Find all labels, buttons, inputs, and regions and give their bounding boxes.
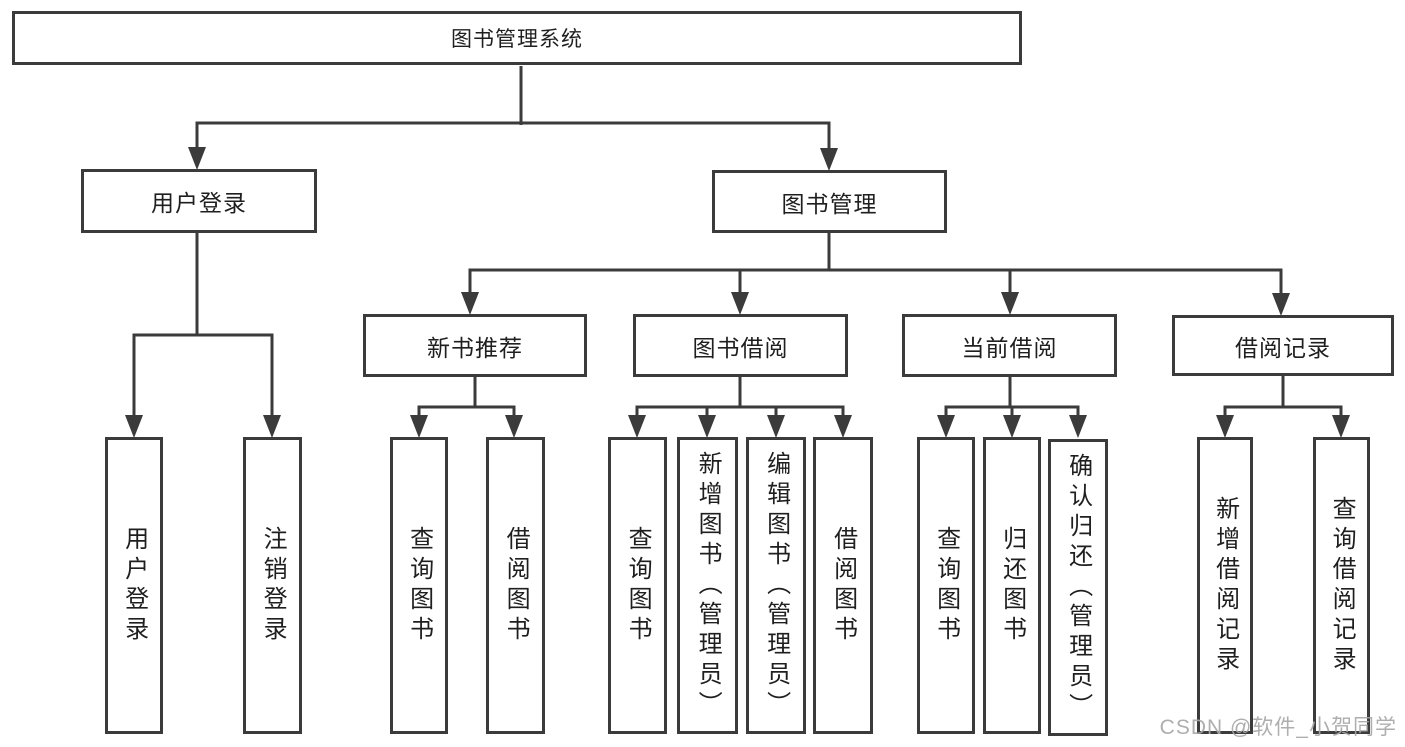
node-label: 图书管理系统 <box>451 28 583 51</box>
node-label: 查询图书 <box>405 525 433 646</box>
node-label: 图书借阅 <box>692 334 789 361</box>
node-label: 查询图书 <box>624 525 652 646</box>
node-user-login-branch: 用户登录 <box>81 169 317 233</box>
leaf-query-borrow-record: 查询借阅记录 <box>1313 437 1370 734</box>
leaf-query-books-borrowing: 查询图书 <box>608 437 667 734</box>
arrowheads <box>125 147 1350 438</box>
node-label: 用户登录 <box>151 190 247 216</box>
node-label: 确认归还（管理员） <box>1064 452 1092 723</box>
leaf-add-books-admin: 新增图书（管理员） <box>677 437 738 734</box>
leaf-confirm-return-admin: 确认归还（管理员） <box>1048 439 1108 736</box>
leaf-logout: 注销登录 <box>243 437 302 734</box>
leaf-return-books: 归还图书 <box>983 437 1041 734</box>
node-label: 借阅图书 <box>829 525 857 646</box>
node-label: 编辑图书（管理员） <box>762 450 790 721</box>
node-label: 新增借阅记录 <box>1211 495 1239 676</box>
csdn-watermark: CSDN @软件_小贺同学 <box>1159 716 1397 739</box>
leaf-borrow-books-recommend: 借阅图书 <box>486 437 545 734</box>
leaf-borrow-books: 借阅图书 <box>813 437 873 734</box>
node-new-book-recommendation: 新书推荐 <box>363 314 587 377</box>
node-label: 图书管理 <box>781 190 878 217</box>
node-borrowing-records: 借阅记录 <box>1172 315 1394 376</box>
node-label: 新增图书（管理员） <box>694 450 722 721</box>
node-label: 借阅图书 <box>502 525 530 646</box>
node-label: 用户登录 <box>120 525 148 646</box>
node-label: 当前借阅 <box>961 334 1058 361</box>
node-library-management-system: 图书管理系统 <box>12 11 1022 65</box>
node-label: 新书推荐 <box>427 334 523 361</box>
node-book-management-branch: 图书管理 <box>712 170 947 233</box>
node-label: 查询借阅记录 <box>1328 495 1356 676</box>
leaf-query-books-current: 查询图书 <box>917 437 975 734</box>
node-label: 借阅记录 <box>1235 334 1331 361</box>
leaf-query-books-recommend: 查询图书 <box>390 437 448 734</box>
leaf-edit-books-admin: 编辑图书（管理员） <box>746 437 806 734</box>
node-label: 注销登录 <box>259 525 287 646</box>
leaf-add-borrow-record: 新增借阅记录 <box>1197 437 1253 734</box>
node-current-borrowing: 当前借阅 <box>902 314 1117 377</box>
node-book-borrowing: 图书借阅 <box>633 314 848 377</box>
leaf-user-login: 用户登录 <box>105 437 163 734</box>
node-label: 归还图书 <box>998 525 1026 646</box>
node-label: 查询图书 <box>932 525 960 646</box>
